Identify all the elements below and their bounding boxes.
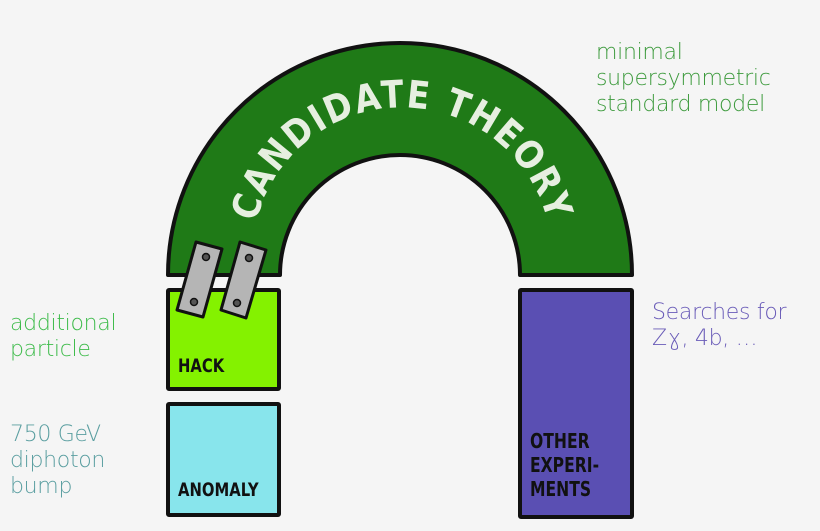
hack-box: HACK	[166, 288, 281, 391]
other-experiments-box: OTHER EXPERI- MENTS	[518, 288, 634, 519]
mssm-annotation: minimal supersymmetric standard model	[596, 40, 771, 117]
hack-label: HACK	[178, 355, 225, 377]
other-experiments-label: OTHER EXPERI- MENTS	[530, 429, 600, 501]
anomaly-label: ANOMALY	[178, 479, 259, 501]
diphoton-bump-annotation: 750 GeV diphoton bump	[10, 422, 106, 499]
anomaly-box: ANOMALY	[166, 402, 281, 517]
searches-annotation: Searches for Zɣ, 4b, …	[652, 300, 787, 351]
additional-particle-annotation: additional particle	[10, 311, 117, 362]
candidate-theory-arch	[166, 41, 634, 277]
